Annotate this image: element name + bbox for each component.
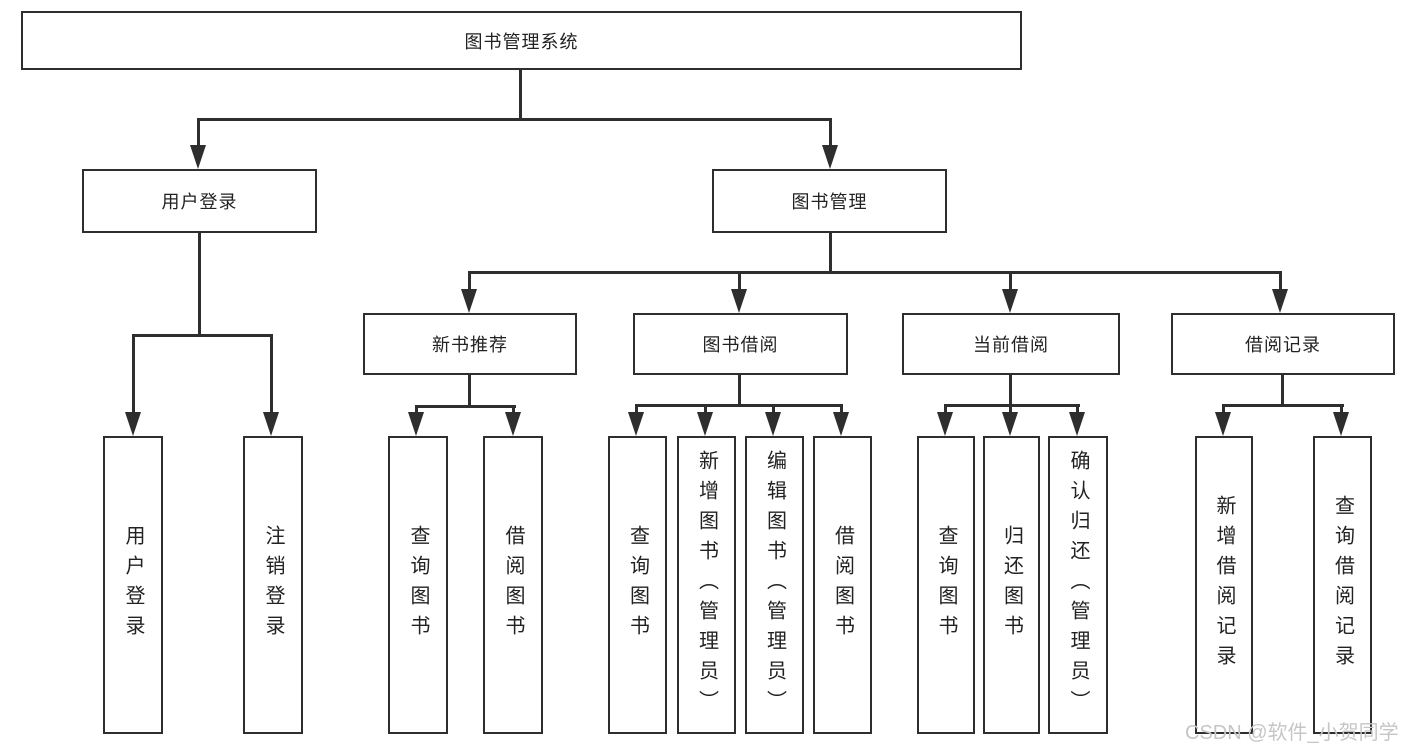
connector-line	[197, 118, 200, 150]
leaf-label: 注销登录	[262, 525, 284, 645]
connector-line	[944, 404, 1080, 407]
connector-line	[512, 405, 515, 417]
connector-line	[738, 271, 741, 293]
connector-arrowhead	[731, 289, 747, 313]
connector-arrowhead	[833, 412, 849, 436]
leaf-label: 查询图书	[626, 525, 649, 645]
node-leaf-logout: 注销登录	[243, 436, 303, 734]
node-borrow-records-label: 借阅记录	[1245, 335, 1321, 355]
connector-arrowhead	[697, 412, 713, 436]
connector-line	[132, 334, 273, 337]
connector-line	[1009, 271, 1012, 293]
leaf-label: 查询图书	[407, 525, 429, 645]
node-leaf-return-book: 归还图书	[983, 436, 1040, 734]
leaf-label: 确认归还（管理员）	[1067, 450, 1089, 720]
connector-line	[415, 405, 516, 408]
connector-line	[468, 271, 471, 293]
leaf-label: 归还图书	[1000, 525, 1023, 645]
node-book-management: 图书管理	[712, 169, 947, 233]
connector-line	[415, 405, 418, 417]
leaf-label: 借阅图书	[502, 525, 524, 645]
connector-arrowhead	[628, 412, 644, 436]
connector-line	[635, 404, 638, 417]
connector-line	[635, 404, 843, 407]
connector-line	[468, 375, 471, 407]
node-current-borrowing: 当前借阅	[902, 313, 1120, 375]
connector-arrowhead	[765, 412, 781, 436]
connector-arrowhead	[263, 412, 279, 436]
node-leaf-add-borrow-record: 新增借阅记录	[1195, 436, 1253, 734]
connector-arrowhead	[937, 412, 953, 436]
connector-line	[944, 404, 947, 417]
leaf-label: 新增图书（管理员）	[695, 450, 718, 720]
watermark: CSDN @软件_小贺同学	[1185, 722, 1399, 744]
node-leaf-query-books-recommend: 查询图书	[388, 436, 448, 734]
connector-line	[198, 233, 201, 336]
leaf-label: 查询图书	[935, 525, 957, 645]
connector-line	[1076, 404, 1079, 417]
node-user-login: 用户登录	[82, 169, 317, 233]
connector-line	[704, 404, 707, 417]
connector-line	[772, 404, 775, 417]
leaf-label: 借阅图书	[831, 525, 854, 645]
node-leaf-add-book-admin: 新增图书（管理员）	[677, 436, 736, 734]
node-root-label: 图书管理系统	[464, 31, 579, 52]
node-leaf-query-books-borrow: 查询图书	[608, 436, 667, 734]
node-book-management-label: 图书管理	[791, 192, 868, 212]
connector-line	[1009, 375, 1012, 406]
leaf-label: 用户登录	[122, 525, 144, 645]
connector-arrowhead	[822, 145, 838, 169]
connector-line	[270, 334, 273, 416]
connector-arrowhead	[1333, 412, 1349, 436]
node-book-borrowing: 图书借阅	[633, 313, 848, 375]
node-root: 图书管理系统	[21, 11, 1022, 70]
connector-arrowhead	[1069, 412, 1085, 436]
node-leaf-user-login: 用户登录	[103, 436, 163, 734]
leaf-label: 编辑图书（管理员）	[763, 450, 786, 720]
node-user-login-label: 用户登录	[161, 192, 238, 212]
connector-arrowhead	[125, 412, 141, 436]
connector-line	[829, 118, 832, 150]
connector-line	[829, 233, 832, 274]
connector-line	[738, 375, 741, 406]
connector-line	[1281, 375, 1284, 406]
connector-arrowhead	[1002, 412, 1018, 436]
node-new-book-recommend: 新书推荐	[363, 313, 577, 375]
connector-line	[1009, 404, 1012, 417]
connector-arrowhead	[505, 412, 521, 436]
node-leaf-confirm-return-admin: 确认归还（管理员）	[1048, 436, 1108, 734]
connector-arrowhead	[461, 289, 477, 313]
connector-line	[1222, 404, 1344, 407]
connector-line	[468, 271, 1282, 274]
leaf-label: 查询借阅记录	[1331, 495, 1354, 675]
connector-line	[840, 404, 843, 417]
node-leaf-borrow-books-recommend: 借阅图书	[483, 436, 543, 734]
connector-arrowhead	[190, 145, 206, 169]
node-leaf-borrow-books: 借阅图书	[813, 436, 872, 734]
node-current-borrowing-label: 当前借阅	[973, 335, 1049, 355]
connector-arrowhead	[408, 412, 424, 436]
node-leaf-query-borrow-record: 查询借阅记录	[1313, 436, 1372, 734]
node-leaf-edit-book-admin: 编辑图书（管理员）	[745, 436, 804, 734]
connector-line	[132, 334, 135, 416]
connector-arrowhead	[1002, 289, 1018, 313]
node-new-book-recommend-label: 新书推荐	[432, 335, 508, 355]
node-borrow-records: 借阅记录	[1171, 313, 1395, 375]
node-leaf-query-books-current: 查询图书	[917, 436, 975, 734]
connector-line	[1279, 271, 1282, 293]
connector-line	[1222, 404, 1225, 417]
connector-line	[1340, 404, 1343, 417]
connector-line	[519, 70, 522, 119]
connector-arrowhead	[1272, 289, 1288, 313]
leaf-label: 新增借阅记录	[1213, 495, 1235, 675]
connector-arrowhead	[1215, 412, 1231, 436]
node-book-borrowing-label: 图书借阅	[702, 335, 779, 355]
connector-line	[197, 118, 832, 121]
